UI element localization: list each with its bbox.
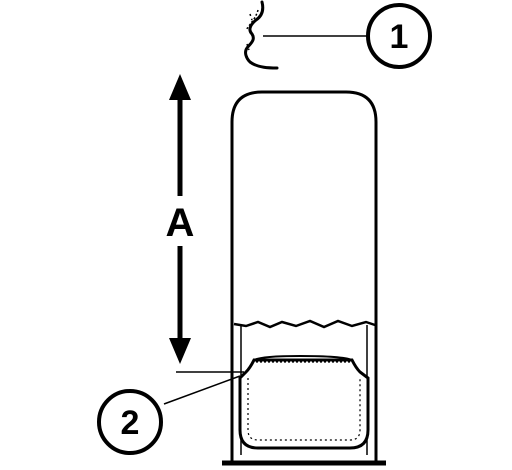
callout-2-label: 2 (121, 404, 140, 442)
callout-1: 1 (366, 3, 432, 69)
dimension-a-label: A (166, 201, 195, 245)
callout-1-label: 1 (390, 18, 409, 56)
callout-2-leader (163, 375, 241, 405)
hook-part (244, 0, 279, 70)
cup-part (238, 354, 370, 450)
callout-2: 2 (97, 389, 163, 455)
dimension-a-arrow: A (166, 74, 195, 364)
liquid-surface (233, 319, 376, 329)
